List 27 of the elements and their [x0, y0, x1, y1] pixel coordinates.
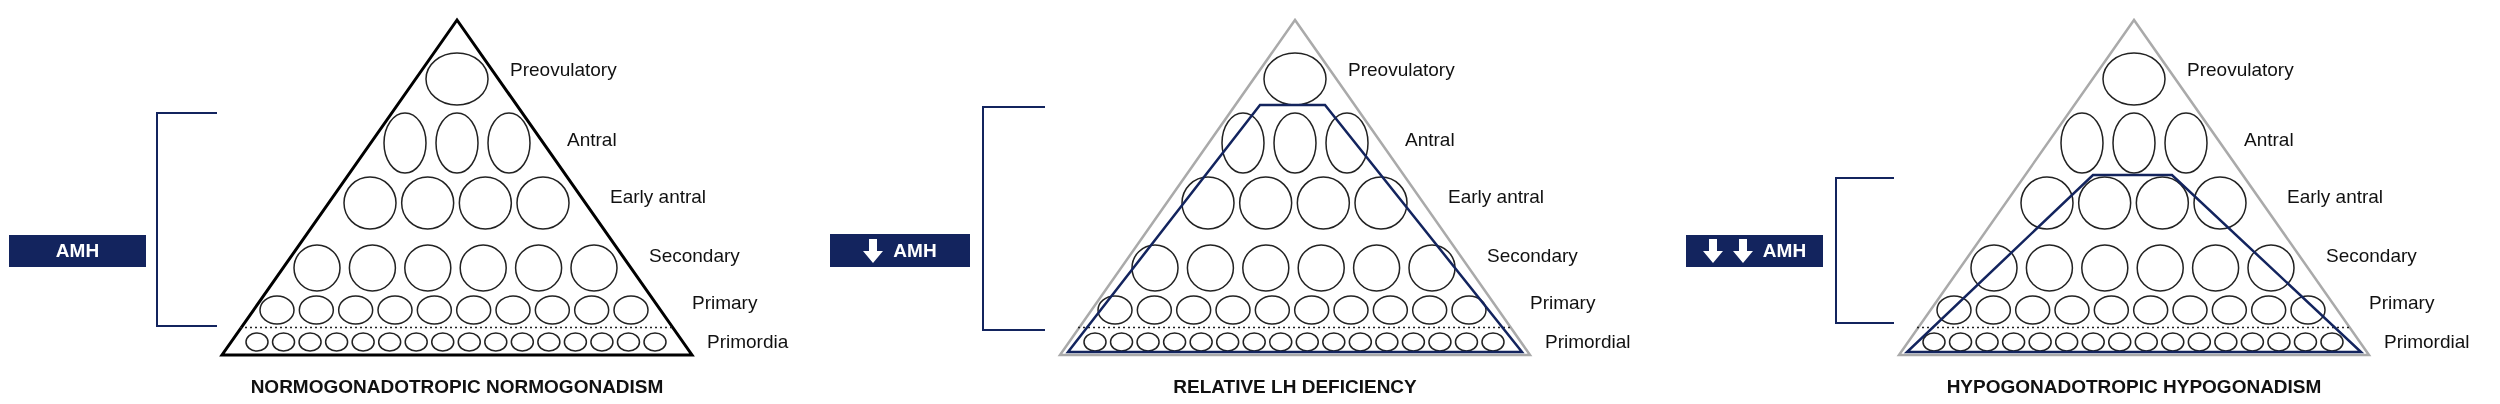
stage-label: Primordial: [2384, 331, 2470, 353]
amh-badge: [1686, 235, 1823, 267]
stage-label: Secondary: [1487, 245, 1578, 267]
stage-label: Antral: [1405, 129, 1455, 151]
stage-label: Preovulatory: [510, 59, 617, 81]
stage-label: Primary: [2369, 292, 2435, 314]
stage-label: Early antral: [1448, 186, 1545, 208]
stage-label: Secondary: [2326, 245, 2417, 267]
stage-label: Preovulatory: [1348, 59, 1455, 81]
stage-label: Preovulatory: [2187, 59, 2294, 81]
stage-label: Early antral: [610, 186, 707, 208]
badge-label: AMH: [1762, 240, 1807, 262]
amh-badge: [9, 235, 146, 267]
stage-label: Antral: [2244, 129, 2294, 151]
badge-label: AMH: [55, 240, 100, 262]
panel-caption: NORMOGONADOTROPIC NORMOGONADISM: [250, 376, 664, 398]
stage-label: Primary: [692, 292, 758, 314]
stage-label: Antral: [567, 129, 617, 151]
panel-caption: RELATIVE LH DEFICIENCY: [1173, 376, 1417, 398]
badge-label: AMH: [893, 239, 937, 262]
panel-caption: HYPOGONADOTROPIC HYPOGONADISM: [1946, 376, 2322, 398]
stage-label: Early antral: [2287, 186, 2384, 208]
stage-label: Secondary: [649, 245, 740, 267]
amh-badge: [830, 234, 970, 267]
stage-label: Primary: [1530, 292, 1596, 314]
stage-label: Primordia: [707, 331, 789, 353]
stage-label: Primordial: [1545, 331, 1631, 353]
